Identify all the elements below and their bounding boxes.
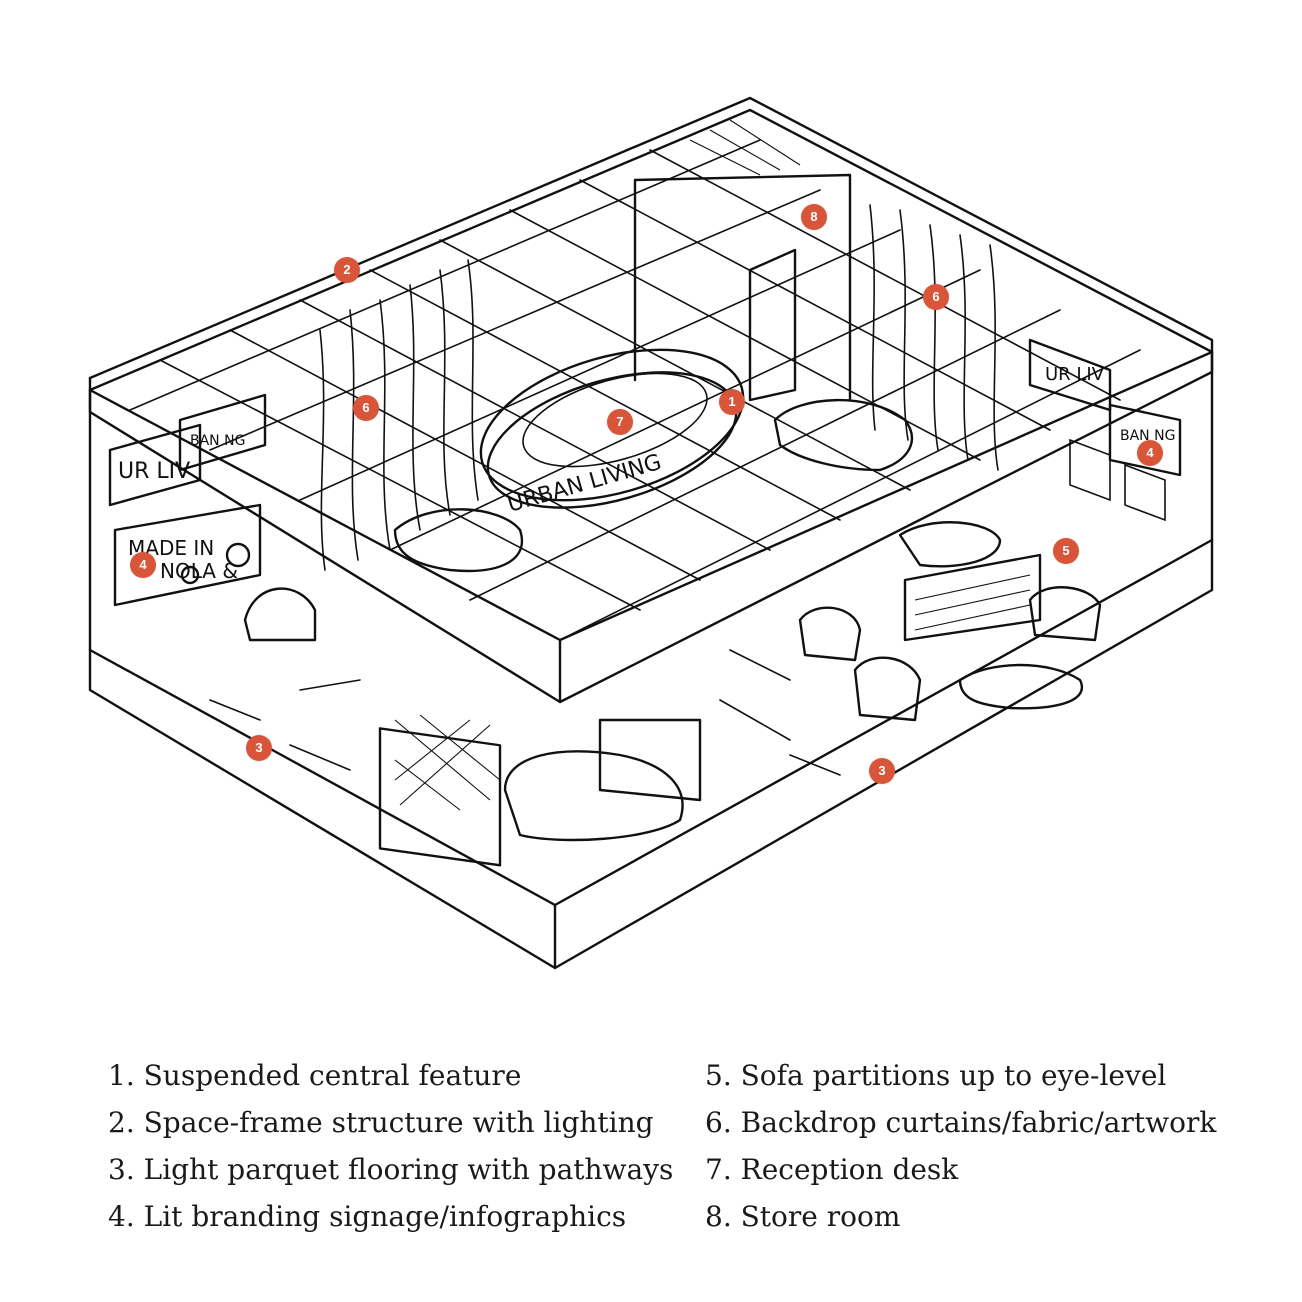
floor-pathways xyxy=(209,649,841,776)
legend-item-6: 6. Backdrop curtains/fabric/artwork xyxy=(705,1106,1217,1139)
callout-3: 3 xyxy=(246,735,272,761)
svg-text:UR LIV: UR LIV xyxy=(118,459,190,484)
svg-text:BAN NG: BAN NG xyxy=(1120,428,1175,444)
isometric-sketch: URBAN LIVING UR LIV xyxy=(88,96,1214,970)
callout-5: 5 xyxy=(1053,538,1079,564)
sofas xyxy=(378,398,1083,867)
legend-left-column: 1. Suspended central feature 2. Space-fr… xyxy=(108,1052,673,1240)
legend-item-3: 3. Light parquet flooring with pathways xyxy=(108,1153,674,1186)
legend-item-4: 4. Lit branding signage/infographics xyxy=(108,1200,627,1233)
svg-text:NOLA &: NOLA & xyxy=(160,559,238,583)
callout-6b: 6 xyxy=(923,284,949,310)
callout-8: 8 xyxy=(801,204,827,230)
chairs xyxy=(243,586,1102,722)
legend-item-1: 1. Suspended central feature xyxy=(108,1059,522,1092)
callout-4: 4 xyxy=(130,552,156,578)
legend-item-2: 2. Space-frame structure with lighting xyxy=(108,1106,654,1139)
store-room xyxy=(633,119,852,402)
legend-item-8: 8. Store room xyxy=(705,1200,901,1233)
callout-4b: 4 xyxy=(1137,440,1163,466)
callout-6: 6 xyxy=(353,395,379,421)
room-shell xyxy=(88,96,1214,970)
backdrop-curtains xyxy=(319,204,999,571)
right-wall-signage: UR LIV BAN NG xyxy=(1028,338,1182,522)
ceiling-slab xyxy=(88,108,1214,704)
callout-7: 7 xyxy=(607,409,633,435)
callout-2: 2 xyxy=(334,257,360,283)
callout-1: 1 xyxy=(719,389,745,415)
svg-text:UR LIV: UR LIV xyxy=(1045,364,1105,385)
legend-item-7: 7. Reception desk xyxy=(705,1153,959,1186)
svg-text:BAN NG: BAN NG xyxy=(190,433,245,449)
callout-3b: 3 xyxy=(869,758,895,784)
legend-right-column: 5. Sofa partitions up to eye-level 6. Ba… xyxy=(705,1052,1216,1240)
legend-item-5: 5. Sofa partitions up to eye-level xyxy=(705,1059,1167,1092)
